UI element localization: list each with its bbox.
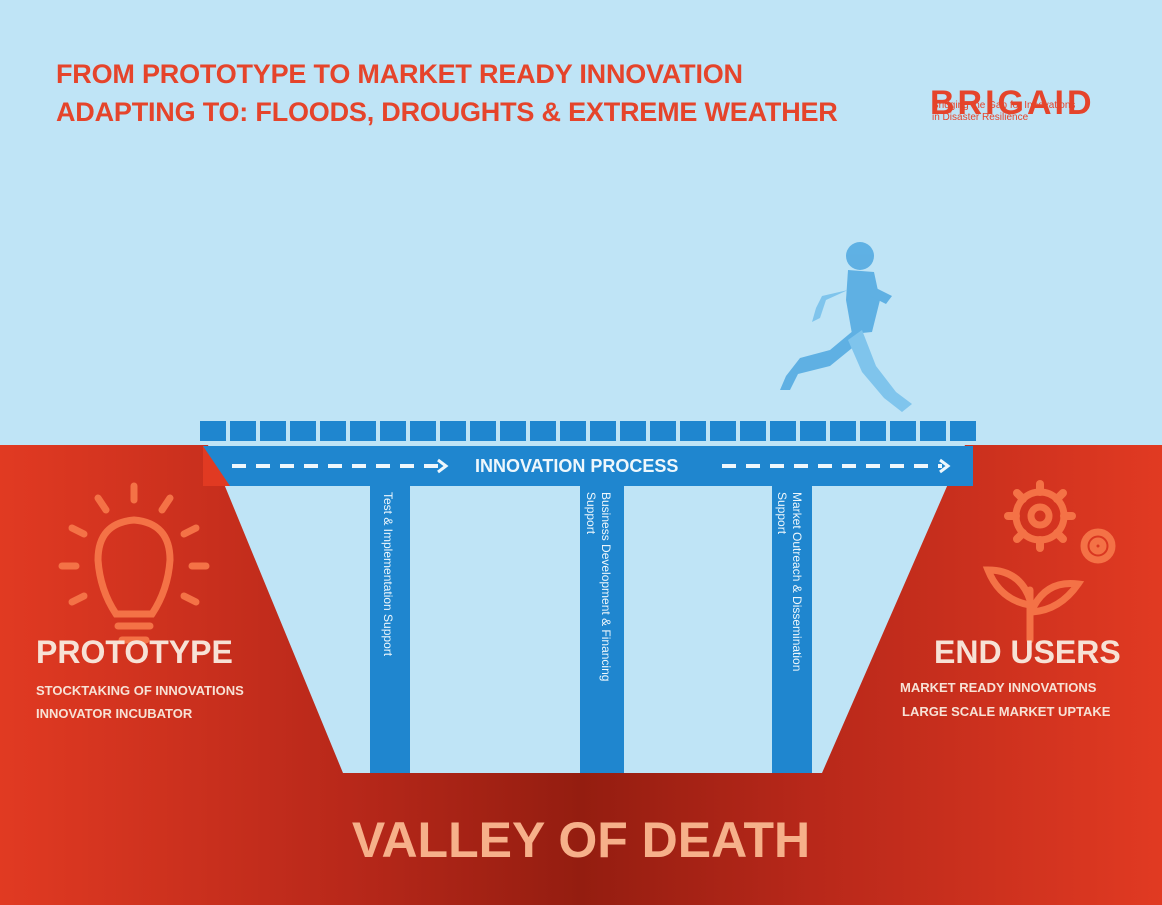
pillar-1-label: Test & Implementation Support [381,492,395,657]
bridge-plank [440,421,466,441]
end-users-line-1: MARKET READY INNOVATIONS [900,680,1097,695]
bridge-plank [710,421,736,441]
bridge-plank [560,421,586,441]
bridge-plank [290,421,316,441]
bridge-plank [620,421,646,441]
bridge-plank [950,421,976,441]
gears-plant-icon [982,480,1116,644]
end-users-line-2: LARGE SCALE MARKET UPTAKE [902,704,1111,719]
lightbulb-icon [58,482,210,644]
pillar-2 [580,484,624,773]
bridge-planks [200,421,976,441]
beam-left-bevel [203,446,230,486]
bridge-plank [380,421,406,441]
valley-of-death-label: VALLEY OF DEATH [351,812,811,868]
bridge-plank [530,421,556,441]
pillar-3-label: Market Outreach & Dissemination Support [775,492,804,672]
title-line-2: ADAPTING TO: FLOODS, DROUGHTS & EXTREME … [56,97,838,127]
brand-logo: BRIGAID [930,84,1095,122]
prototype-heading: PROTOTYPE [36,634,233,670]
title-line-1: FROM PROTOTYPE TO MARKET READY INNOVATIO… [56,59,743,89]
innovation-process-label: INNOVATION PROCESS [475,456,679,476]
brand-tagline-1: Bridging the Gap for Innovations [932,100,1076,111]
bridge-plank [500,421,526,441]
bridge-plank [260,421,286,441]
bridge-plank [350,421,376,441]
bridge-plank [770,421,796,441]
bridge-plank [320,421,346,441]
process-arrow-right [722,458,951,474]
bridge-plank [650,421,676,441]
bridge-plank [830,421,856,441]
bridge-plank [230,421,256,441]
prototype-line-1: STOCKTAKING OF INNOVATIONS [36,683,244,698]
prototype-line-2: INNOVATOR INCUBATOR [36,706,193,721]
ground [0,445,1162,905]
bridge-plank [920,421,946,441]
pillar-3 [772,484,812,773]
bridge-plank [200,421,226,441]
pillar-2-label: Business Development & Financing Support [584,492,613,682]
runner-figure [780,242,912,412]
bridge-plank [680,421,706,441]
bridge-plank [860,421,886,441]
bridge-plank [410,421,436,441]
process-arrow-left [232,458,449,474]
bridge-plank [890,421,916,441]
end-users-heading: END USERS [934,634,1121,670]
bridge-plank [740,421,766,441]
bridge-plank [590,421,616,441]
bridge-plank [800,421,826,441]
brand-tagline-2: in Disaster Resilience [932,112,1029,123]
pillar-1 [370,484,410,773]
bridge-plank [470,421,496,441]
